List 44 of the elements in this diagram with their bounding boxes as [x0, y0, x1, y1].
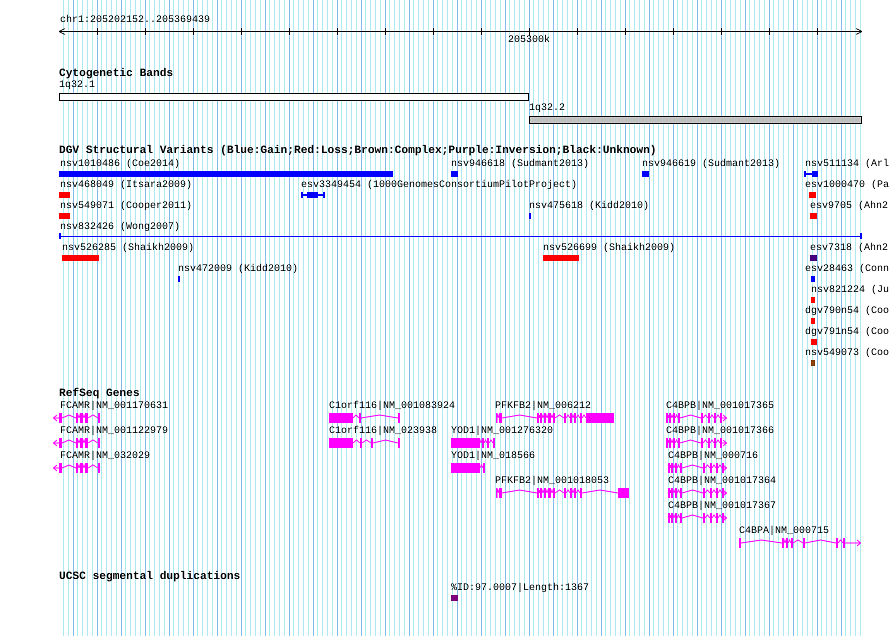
track-heading: UCSC segmental duplications [59, 571, 240, 583]
track-heading: Cytogenetic Bands [59, 68, 174, 80]
gene-label: C4BPB|NM_001017365 [666, 401, 774, 413]
tick-label: 205300k [508, 35, 550, 47]
gene-label: C4BPB|NM_001017367 [668, 501, 776, 513]
feature-label: nsv475618 (Kidd2010) [529, 201, 650, 213]
feature-label: nsv832426 (Wong2007) [60, 222, 180, 234]
gene-label: PFKFB2|NM_006212 [495, 401, 592, 413]
gene-label: YOD1|NM_001276320 [451, 426, 554, 438]
feature-label: nsv468049 (Itsara2009) [60, 180, 192, 192]
ruler-range-label: chr1:205202152..205369439 [60, 15, 210, 27]
gene-label: C4BPB|NM_001017364 [668, 476, 776, 488]
track-heading: DGV Structural Variants (Blue:Gain;Red:Loss;Brown:Complex;Purple:Inversion;Black:Unknown) [59, 145, 657, 157]
gene-label: FCAMR|NM_032029 [60, 451, 150, 463]
gene-label: C4BPB|NM_001017366 [666, 426, 774, 438]
track-heading: RefSeq Genes [59, 388, 140, 400]
gene-label: YOD1|NM_018566 [451, 451, 536, 463]
feature-label: esv1000470 (Pa [804, 180, 889, 192]
feature-label: esv7318 (Ahn2 [810, 243, 888, 255]
gene-label: C4BPB|NM_000716 [668, 451, 758, 463]
feature-label: %ID:97.0007|Length:1367 [451, 583, 590, 595]
gene-label: FCAMR|NM_001170631 [60, 401, 168, 413]
feature-label: nsv1010486 (Coe2014) [60, 159, 180, 171]
feature-label: esv9705 (Ahn2 [810, 201, 888, 213]
feature-label: nsv472009 (Kidd2010) [178, 264, 298, 276]
feature-label: nsv946618 (Sudmant2013) [451, 159, 590, 171]
feature-label: esv28463 (Conn [804, 264, 889, 276]
gene-label: C1orf116|NM_001083924 [329, 401, 456, 413]
gene-label: PFKFB2|NM_001018053 [495, 476, 610, 488]
gene-label: FCAMR|NM_001122979 [60, 426, 168, 438]
feature-label: nsv549073 (Coo [804, 348, 889, 360]
feature-label: dgv791n54 (Coo [804, 327, 889, 339]
feature-label: dgv790n54 (Coo [804, 306, 889, 318]
feature-label: nsv946619 (Sudmant2013) [642, 159, 780, 171]
gene-label: C4BPA|NM_000715 [739, 526, 830, 538]
gene-label: C1orf116|NM_023938 [329, 426, 438, 438]
feature-label: nsv549071 (Cooper2011) [60, 201, 192, 213]
band-label: 1q32.1 [59, 80, 96, 92]
feature-label: nsv526699 (Shaikh2009) [543, 243, 676, 255]
feature-label: nsv526285 (Shaikh2009) [62, 243, 194, 255]
feature-label: esv3349454 (1000GenomesConsortiumPilotProject) [301, 180, 578, 192]
feature-label: nsv821224 (Ju [810, 285, 889, 297]
band-label: 1q32.2 [529, 103, 566, 115]
feature-label: nsv511134 (Arl [804, 159, 889, 171]
